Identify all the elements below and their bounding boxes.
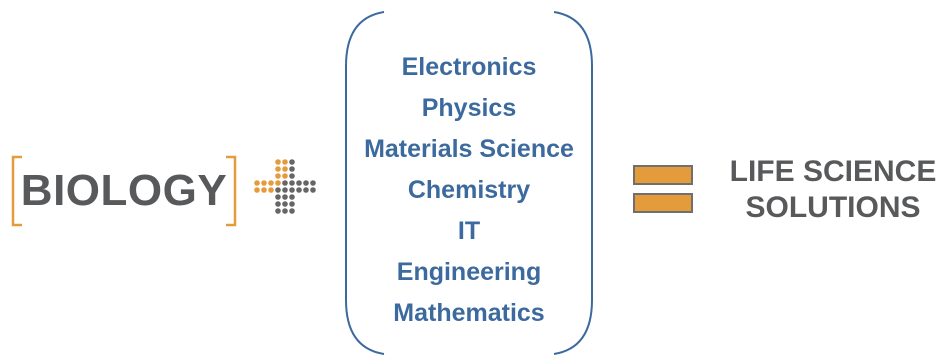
equals-bar-top — [633, 165, 693, 185]
plus-dot — [261, 180, 267, 186]
plus-dot — [282, 187, 288, 193]
plus-dot — [275, 208, 281, 214]
plus-dot — [296, 187, 302, 193]
plus-dot — [254, 187, 260, 193]
disciplines-list: Electronics Physics Materials Science Ch… — [346, 47, 592, 334]
plus-dot — [289, 194, 295, 200]
result-line-1: LIFE SCIENCE — [729, 155, 937, 188]
plus-dot — [268, 180, 274, 186]
discipline-materials-science: Materials Science — [364, 135, 574, 163]
plus-dot — [275, 201, 281, 207]
plus-dot — [282, 201, 288, 207]
plus-dot — [282, 180, 288, 186]
plus-dot — [261, 187, 267, 193]
plus-dot — [289, 173, 295, 179]
plus-dot — [310, 187, 316, 193]
plus-dot — [289, 166, 295, 172]
plus-dot — [310, 180, 316, 186]
plus-dot — [282, 173, 288, 179]
discipline-chemistry: Chemistry — [407, 176, 531, 204]
plus-dot — [289, 159, 295, 165]
plus-dot — [303, 180, 309, 186]
discipline-engineering: Engineering — [396, 258, 542, 286]
plus-dot — [275, 159, 281, 165]
plus-dot — [282, 159, 288, 165]
plus-dot — [254, 180, 260, 186]
plus-dot — [282, 208, 288, 214]
biology-term: BIOLOGY — [8, 154, 240, 228]
discipline-mathematics: Mathematics — [393, 299, 545, 327]
plus-dot — [289, 208, 295, 214]
plus-dot — [275, 180, 281, 186]
discipline-physics: Physics — [421, 94, 517, 122]
plus-dot — [282, 166, 288, 172]
dotted-plus-icon — [254, 159, 316, 214]
plus-dot — [289, 180, 295, 186]
plus-dot — [296, 180, 302, 186]
result-term: LIFE SCIENCE SOLUTIONS — [728, 154, 938, 226]
discipline-it: IT — [457, 217, 481, 245]
plus-dot — [268, 187, 274, 193]
plus-dot — [289, 187, 295, 193]
plus-dot — [303, 187, 309, 193]
discipline-electronics: Electronics — [401, 53, 537, 81]
left-bracket — [11, 155, 22, 227]
square-bracket-icon — [11, 155, 237, 227]
frame-top-right — [553, 11, 593, 355]
disciplines-frame — [345, 11, 593, 355]
right-bracket — [226, 155, 237, 227]
plus-dot — [275, 194, 281, 200]
plus-dot — [289, 201, 295, 207]
plus-dot — [275, 166, 281, 172]
result-line-2: SOLUTIONS — [745, 191, 921, 224]
equals-bar-bottom — [633, 193, 693, 213]
biology-label: BIOLOGY — [20, 166, 228, 215]
plus-dot — [282, 194, 288, 200]
frame-top-left — [345, 11, 385, 355]
plus-dot — [275, 187, 281, 193]
plus-dot — [275, 173, 281, 179]
